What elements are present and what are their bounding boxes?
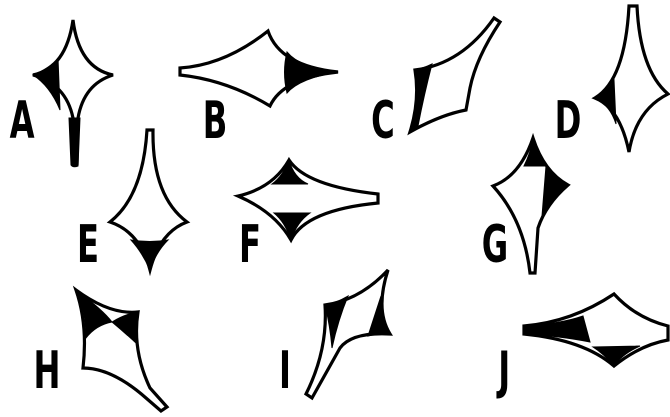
label-h: H (34, 341, 61, 401)
label-b: B (203, 91, 228, 151)
label-c: C (371, 91, 395, 151)
label-f: F (239, 215, 261, 275)
label-d: D (555, 91, 582, 151)
label-a: A (10, 91, 35, 151)
shape-d (595, 6, 668, 152)
label-i: I (279, 341, 291, 401)
shape-e (110, 130, 187, 270)
shape-a (33, 20, 113, 167)
shape-c (410, 18, 500, 132)
shape-h (76, 290, 167, 411)
label-j: J (496, 341, 510, 401)
shape-i (306, 270, 390, 398)
shape-j (524, 294, 668, 366)
label-g: G (482, 215, 508, 275)
label-e: E (77, 215, 99, 275)
